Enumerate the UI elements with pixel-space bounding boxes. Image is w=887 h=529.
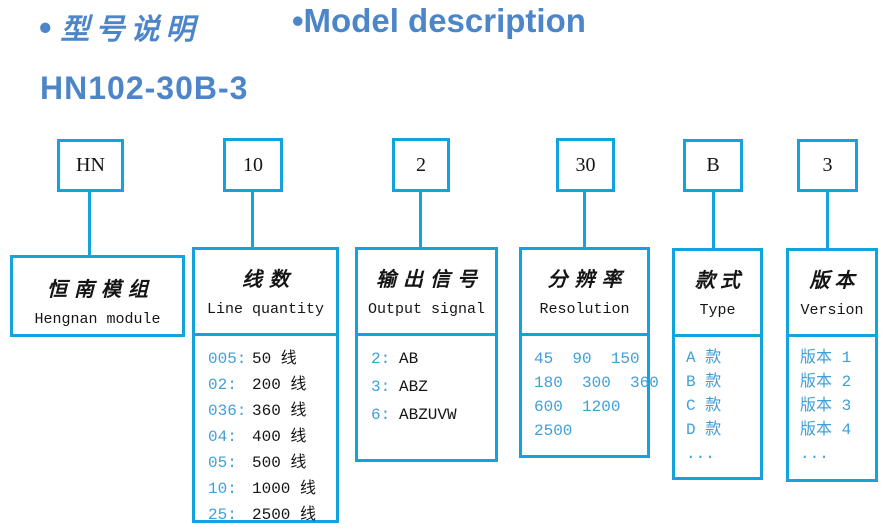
code-box-hn: HN [57,139,124,192]
list-item: 25: 2500 线 [208,502,336,528]
category-list: 2: AB 3: ABZ 6: ABZUVW [358,336,495,429]
category-box-version: 版本 Version 版本 1 版本 2 版本 3 版本 4... [786,248,878,482]
category-box-hengnan-module: 恒南模组 Hengnan module [10,255,185,337]
code-box-type: B [683,139,743,192]
item-code: 6: [371,406,391,424]
list-item: C 款 [686,397,722,415]
item-value: 360 线 [252,402,307,420]
item-value: 400 线 [252,428,307,446]
category-list: A 款 B 款 C 款 D 款... [675,337,760,466]
list-item: ... [800,445,829,463]
list-item: 600 1200 [534,398,621,416]
item-code: 036: [208,402,247,420]
list-item: A 款 [686,349,722,367]
item-value: 200 线 [252,376,307,394]
category-title-english: Version [800,302,864,319]
list-item: 005: 50 线 [208,346,336,372]
item-value: 1000 线 [252,480,317,498]
list-item: 版本 4 [800,421,852,439]
category-header: 款式 Type [675,251,760,337]
code-box-version: 3 [797,139,858,192]
category-list: 版本 1 版本 2 版本 3 版本 4... [789,337,875,466]
category-title-chinese: 分辨率 [547,267,629,291]
connector-line [88,192,91,255]
code-label: 10 [243,153,263,176]
item-code: 05: [208,454,237,472]
code-label: HN [76,154,105,176]
item-code: 10: [208,480,237,498]
connector-line [583,192,586,247]
category-title-chinese: 线数 [242,267,296,291]
category-title-chinese: 输出信号 [376,267,484,291]
connector-line [251,192,254,247]
item-value: 500 线 [252,454,307,472]
page-title-chinese: •型号说明 [36,12,201,46]
code-box-output-signal: 2 [392,138,450,192]
list-item: D 款 [686,421,722,439]
category-header: 线数 Line quantity [195,250,336,336]
list-item: B 款 [686,373,722,391]
category-title-english: Hengnan module [34,311,161,328]
category-title-english: Resolution [539,301,630,318]
code-label: 30 [575,153,596,176]
list-item: 2: AB [371,345,495,373]
code-label: B [706,154,720,176]
code-box-line-quantity: 10 [223,138,283,192]
connector-line [826,192,829,248]
list-item: 05: 500 线 [208,450,336,476]
list-item: 180 300 360 [534,374,659,392]
category-header: 版本 Version [789,251,875,337]
category-header: 分辨率 Resolution [522,250,647,336]
list-item: 版本 2 [800,373,852,391]
code-box-resolution: 30 [556,138,615,192]
category-box-output-signal: 输出信号 Output signal 2: AB 3: ABZ 6: ABZUVW [355,247,498,462]
list-item: 10: 1000 线 [208,476,336,502]
item-value: AB [399,350,419,368]
page-title-english: •Model description [292,2,586,39]
category-header: 恒南模组 Hengnan module [13,258,182,328]
category-title-english: Line quantity [206,301,325,318]
item-value: ABZUVW [399,406,457,424]
item-value: 50 线 [252,350,297,368]
list-item: 3: ABZ [371,373,495,401]
item-value: ABZ [399,378,428,396]
item-code: 02: [208,376,237,394]
list-item: 版本 1 [800,349,852,367]
item-code: 2: [371,350,391,368]
category-title-english: Output signal [367,301,486,318]
item-code: 25: [208,506,237,524]
item-code: 04: [208,428,237,446]
category-box-line-quantity: 线数 Line quantity 005: 50 线 02: 200 线 036: 360… [192,247,339,524]
code-label: 3 [822,154,833,176]
list-item: 02: 200 线 [208,372,336,398]
category-list: 45 90 150 180 300 360 600 1200 2500 [522,336,659,443]
list-item: 04: 400 线 [208,424,336,450]
category-title-chinese: 恒南模组 [47,277,155,301]
model-number: HN102-30B-3 [40,70,249,106]
list-item: 036: 360 线 [208,398,336,424]
list-item: 版本 3 [800,397,852,415]
category-title-chinese: 款式 [695,268,745,292]
category-header: 输出信号 Output signal [358,250,495,336]
list-item: 2500 [534,422,573,440]
item-value: 2500 线 [252,506,317,524]
list-item: 6: ABZUVW [371,401,495,429]
code-label: 2 [416,153,426,176]
item-code: 005: [208,350,247,368]
item-code: 3: [371,378,391,396]
connector-line [712,192,715,248]
category-title-english: Type [699,302,736,319]
category-title-chinese: 版本 [809,268,860,292]
category-list: 005: 50 线 02: 200 线 036: 360 线 04: 400 线 05: 500 … [195,336,336,528]
list-item: 45 90 150 [534,350,640,368]
category-box-resolution: 分辨率 Resolution 45 90 150 180 300 360 600 1… [519,247,659,458]
category-box-type: 款式 Type A 款 B 款 C 款 D 款... [672,248,763,480]
connector-line [419,192,422,247]
list-item: ... [686,445,715,463]
